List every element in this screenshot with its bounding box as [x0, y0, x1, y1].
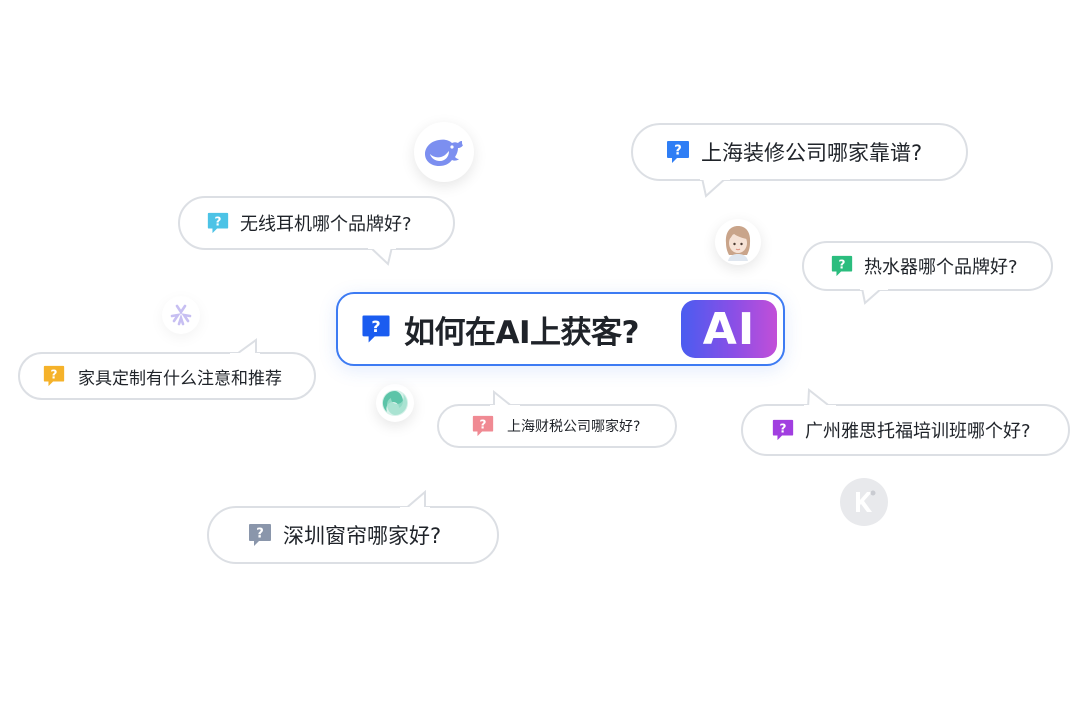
question-text: 家具定制有什么注意和推荐	[78, 368, 282, 389]
center-question-card[interactable]: ? 如何在AI上获客? AI	[336, 292, 785, 366]
question-text: 热水器哪个品牌好?	[864, 257, 1018, 278]
svg-text:?: ?	[51, 367, 58, 381]
question-icon: ?	[362, 315, 390, 343]
bubble-tail	[700, 178, 730, 198]
svg-text:?: ?	[215, 214, 222, 228]
question-icon: ?	[772, 419, 794, 441]
question-text: 广州雅思托福培训班哪个好?	[805, 421, 1031, 442]
svg-text:?: ?	[839, 257, 846, 271]
question-bubble[interactable]: ? 上海装修公司哪家靠谱?	[631, 123, 968, 181]
kimi-k-icon	[840, 478, 888, 526]
spark-icon	[170, 304, 192, 326]
svg-text:?: ?	[674, 144, 682, 159]
bubble-tail	[230, 338, 260, 356]
question-text: 深圳窗帘哪家好?	[283, 524, 442, 548]
question-bubble[interactable]: ? 无线耳机哪个品牌好?	[178, 196, 455, 250]
avatar-girl-icon	[715, 219, 761, 265]
deepseek-whale-icon	[414, 122, 474, 182]
ai-badge: AI	[681, 300, 777, 358]
kimi-k-icon	[856, 490, 876, 512]
question-icon: ?	[249, 524, 271, 546]
question-text: 上海装修公司哪家靠谱?	[701, 141, 923, 165]
spark-icon	[162, 296, 200, 334]
center-title: 如何在AI上获客?	[404, 314, 640, 351]
question-bubble[interactable]: ? 广州雅思托福培训班哪个好?	[741, 404, 1070, 456]
question-icon: ?	[207, 212, 229, 234]
question-bubble[interactable]: ? 深圳窗帘哪家好?	[207, 506, 499, 564]
svg-text:?: ?	[371, 317, 380, 336]
question-bubble[interactable]: ? 家具定制有什么注意和推荐	[18, 352, 316, 400]
question-bubble[interactable]: ? 热水器哪个品牌好?	[802, 241, 1053, 291]
bubble-tail	[860, 288, 888, 305]
svg-text:?: ?	[480, 417, 487, 431]
bubble-tail	[400, 490, 430, 510]
question-bubble[interactable]: ? 上海财税公司哪家好?	[437, 404, 677, 448]
deepseek-whale-icon	[425, 139, 463, 166]
avatar-girl-icon	[725, 226, 751, 261]
swirl-icon	[376, 384, 414, 422]
question-icon: ?	[43, 365, 65, 387]
question-icon: ?	[831, 255, 853, 277]
svg-text:?: ?	[780, 421, 787, 435]
question-icon: ?	[472, 415, 494, 437]
swirl-icon	[382, 390, 408, 416]
bubble-tail	[804, 388, 836, 408]
svg-text:?: ?	[256, 527, 264, 542]
question-text: 上海财税公司哪家好?	[507, 419, 641, 435]
bubble-tail	[368, 247, 396, 266]
question-text: 无线耳机哪个品牌好?	[240, 214, 412, 235]
bubble-tail	[490, 390, 520, 408]
question-icon: ?	[667, 141, 689, 163]
